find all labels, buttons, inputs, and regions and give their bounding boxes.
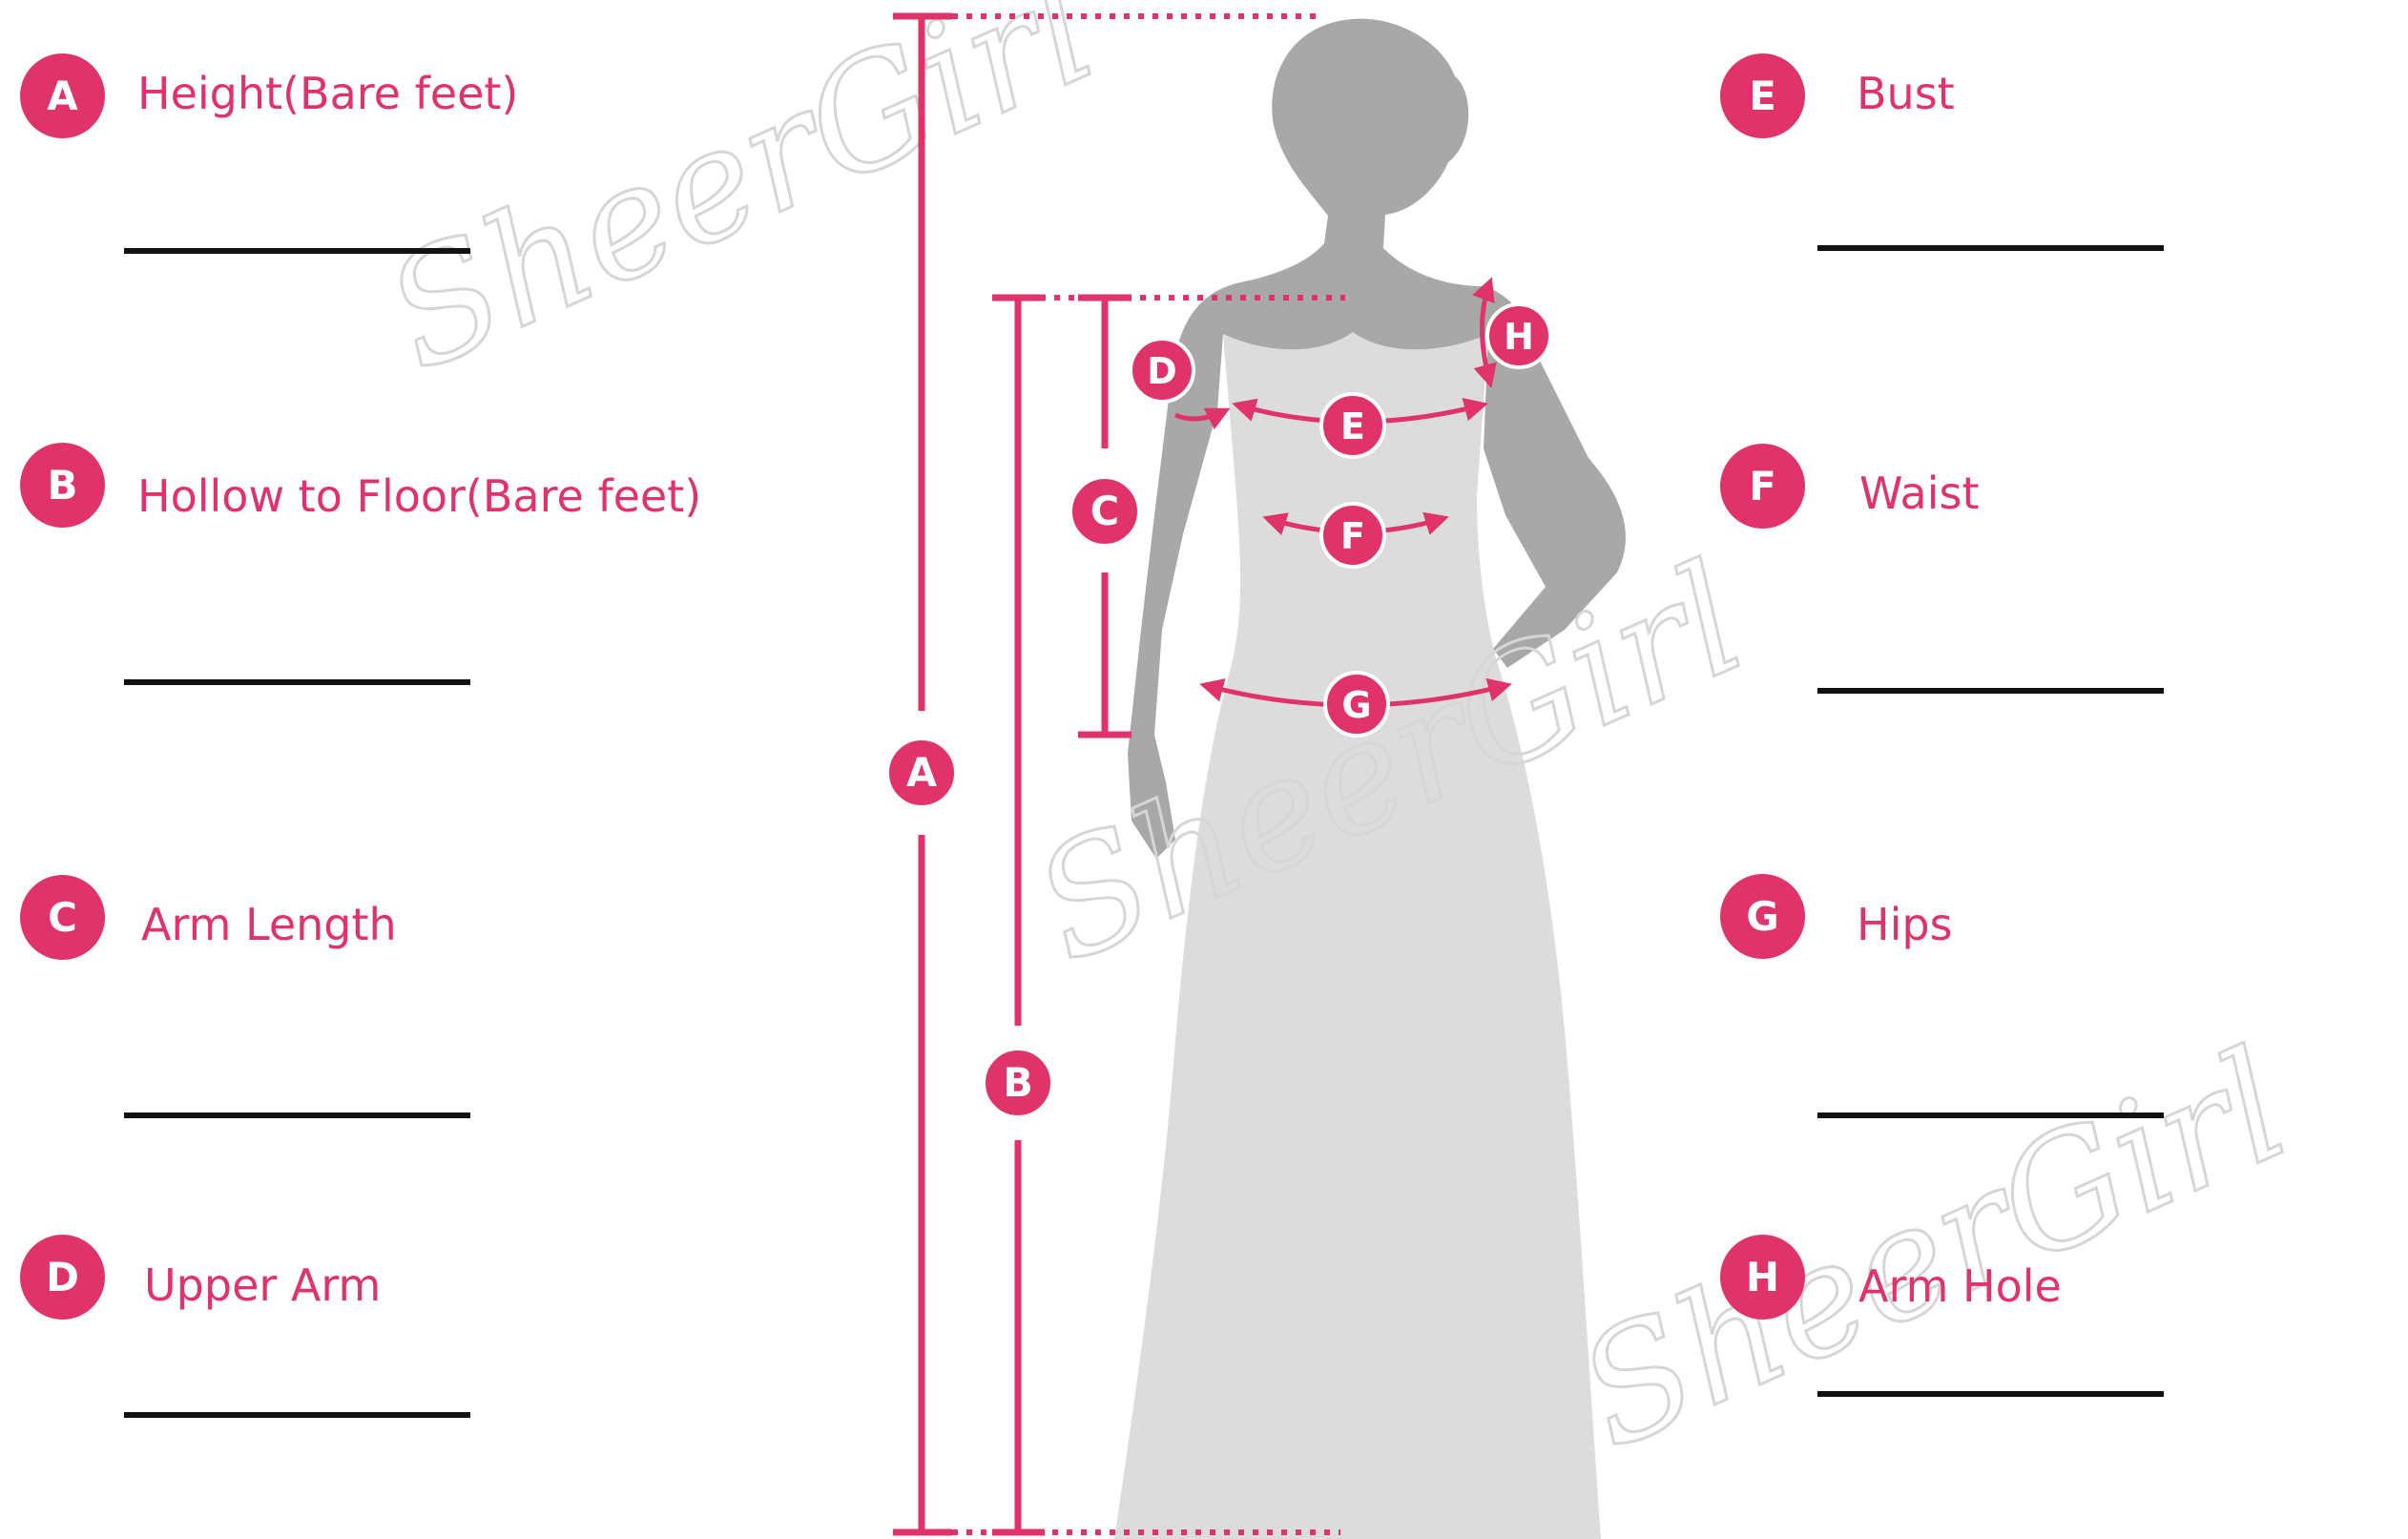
diagram-marker-letter: B	[1003, 1060, 1033, 1106]
diagram-marker-c: C	[1070, 477, 1139, 546]
diagram-marker-letter: A	[906, 750, 937, 796]
answer-line-height[interactable]	[124, 248, 470, 254]
badge-f: F	[1720, 444, 1805, 529]
label-hips: Hips	[1857, 899, 1953, 950]
badge-h: H	[1720, 1235, 1805, 1320]
diagram-marker-letter: H	[1504, 316, 1534, 358]
label-height: Height(Bare feet)	[137, 68, 518, 119]
label-upper-arm: Upper Arm	[144, 1259, 381, 1311]
badge-a: A	[20, 53, 105, 138]
answer-line-hips[interactable]	[1817, 1113, 2164, 1118]
badge-g: G	[1720, 874, 1805, 959]
label-arm-length: Arm Length	[141, 899, 397, 950]
diagram-marker-b: B	[984, 1049, 1052, 1117]
label-arm-hole: Arm Hole	[1858, 1260, 2062, 1312]
diagram-marker-letter: D	[1147, 350, 1177, 392]
label-waist: Waist	[1859, 468, 1980, 519]
label-hollow-to-floor: Hollow to Floor(Bare feet)	[137, 470, 701, 522]
diagram-marker-letter: F	[1340, 515, 1365, 557]
answer-line-arm-length[interactable]	[124, 1113, 470, 1118]
diagram-marker-h: H	[1487, 304, 1550, 367]
diagram-marker-letter: E	[1340, 406, 1365, 447]
badge-b: B	[20, 443, 105, 528]
label-bust: Bust	[1857, 68, 1955, 119]
watermark-text: SheerGirl	[362, 0, 1118, 406]
diagram-marker-g: G	[1325, 673, 1388, 736]
answer-line-hollow-to-floor[interactable]	[124, 679, 470, 685]
answer-line-bust[interactable]	[1817, 245, 2164, 251]
badge-c: C	[20, 875, 105, 960]
diagram-marker-letter: C	[1090, 489, 1119, 534]
diagram-marker-letter: G	[1341, 684, 1371, 726]
watermark-text: SheerGirl	[1554, 1016, 2311, 1484]
badge-d: D	[20, 1235, 105, 1320]
diagram-marker-d: D	[1131, 339, 1194, 402]
badge-e: E	[1720, 53, 1805, 138]
diagram-marker-a: A	[887, 738, 956, 807]
answer-line-arm-hole[interactable]	[1817, 1391, 2164, 1397]
answer-line-upper-arm[interactable]	[124, 1412, 470, 1418]
diagram-marker-f: F	[1321, 504, 1384, 567]
answer-line-waist[interactable]	[1817, 688, 2164, 694]
diagram-marker-e: E	[1321, 394, 1384, 457]
